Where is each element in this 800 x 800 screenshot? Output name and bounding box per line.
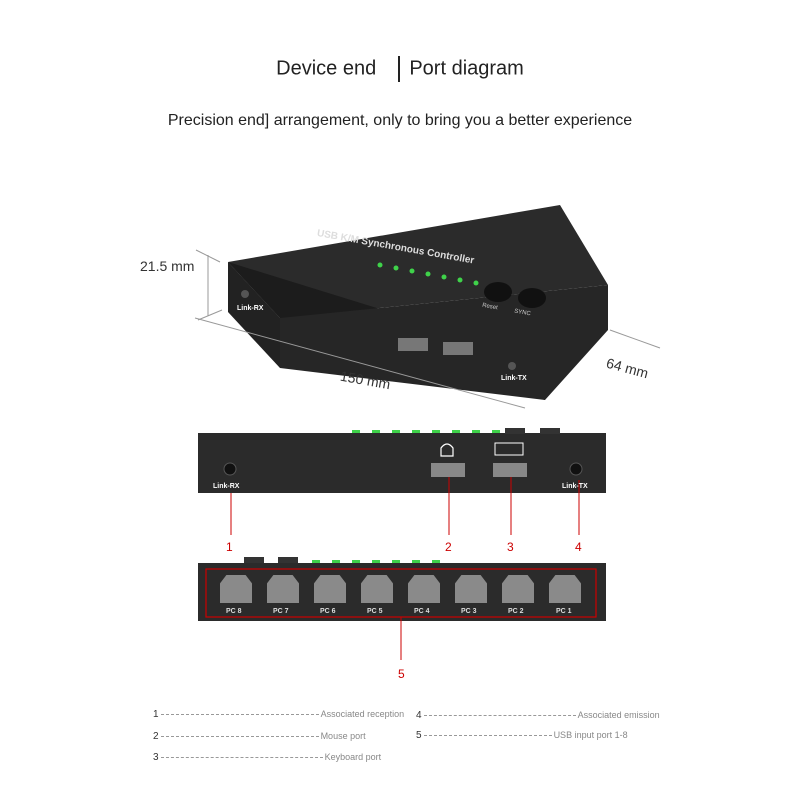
callout-2: 2 bbox=[445, 540, 452, 554]
pc-label-6: PC 6 bbox=[320, 608, 336, 615]
back-panel-view bbox=[198, 563, 606, 621]
pc-port-6 bbox=[314, 575, 346, 603]
reset-button bbox=[484, 282, 512, 302]
title-port-diagram: Port diagram bbox=[409, 57, 524, 80]
device-top-face bbox=[228, 205, 608, 318]
pc-label-8: PC 8 bbox=[226, 608, 242, 615]
pc-port-5 bbox=[361, 575, 393, 603]
dim-length-line bbox=[194, 317, 526, 409]
link-tx-jack bbox=[508, 362, 516, 370]
front-keyboard-port bbox=[493, 463, 527, 477]
callout-4: 4 bbox=[575, 540, 582, 554]
front-mouse-port bbox=[431, 463, 465, 477]
front-link-tx-label: Link-TX bbox=[562, 483, 588, 490]
pc-port-7 bbox=[267, 575, 299, 603]
front-link-rx-label: Link-RX bbox=[213, 483, 240, 490]
pc-port-4 bbox=[408, 575, 440, 603]
keyboard-usb-port bbox=[443, 342, 473, 355]
dim-width-line bbox=[609, 329, 661, 349]
pc-port-8 bbox=[220, 575, 252, 603]
link-rx-jack bbox=[241, 290, 249, 298]
device-link-tx-label: Link-TX bbox=[501, 375, 527, 382]
page-subtitle: Precision end] arrangement, only to brin… bbox=[167, 112, 633, 129]
front-panel-view bbox=[198, 433, 606, 493]
dim-height: 21.5 mm bbox=[140, 258, 195, 274]
front-link-rx-jack bbox=[223, 462, 237, 476]
pc-label-5: PC 5 bbox=[367, 608, 383, 615]
callout-1: 1 bbox=[226, 540, 233, 554]
pc-port-3 bbox=[455, 575, 487, 603]
back-panel-leds bbox=[312, 560, 440, 563]
pc-port-2 bbox=[502, 575, 534, 603]
pc-label-1: PC 1 bbox=[556, 608, 572, 615]
device-link-rx-label: Link-RX bbox=[237, 305, 264, 312]
pc-label-3: PC 3 bbox=[461, 608, 477, 615]
callout-3: 3 bbox=[507, 540, 514, 554]
dim-height-line-bottom bbox=[197, 309, 223, 321]
callout-5: 5 bbox=[398, 667, 405, 681]
pc-label-7: PC 7 bbox=[273, 608, 289, 615]
front-link-tx-jack bbox=[569, 462, 583, 476]
pc-port-1 bbox=[549, 575, 581, 603]
mouse-symbol bbox=[440, 443, 454, 457]
front-panel-leds bbox=[352, 430, 500, 433]
sync-button bbox=[518, 288, 546, 308]
keyboard-symbol bbox=[494, 442, 524, 456]
device-left-face bbox=[228, 262, 280, 368]
title-device-end: Device end bbox=[276, 57, 377, 80]
pc-label-4: PC 4 bbox=[414, 608, 430, 615]
pc-label-2: PC 2 bbox=[508, 608, 524, 615]
page-title: Device end Port diagram bbox=[0, 56, 800, 82]
title-separator bbox=[397, 56, 400, 82]
mouse-usb-port bbox=[398, 338, 428, 351]
